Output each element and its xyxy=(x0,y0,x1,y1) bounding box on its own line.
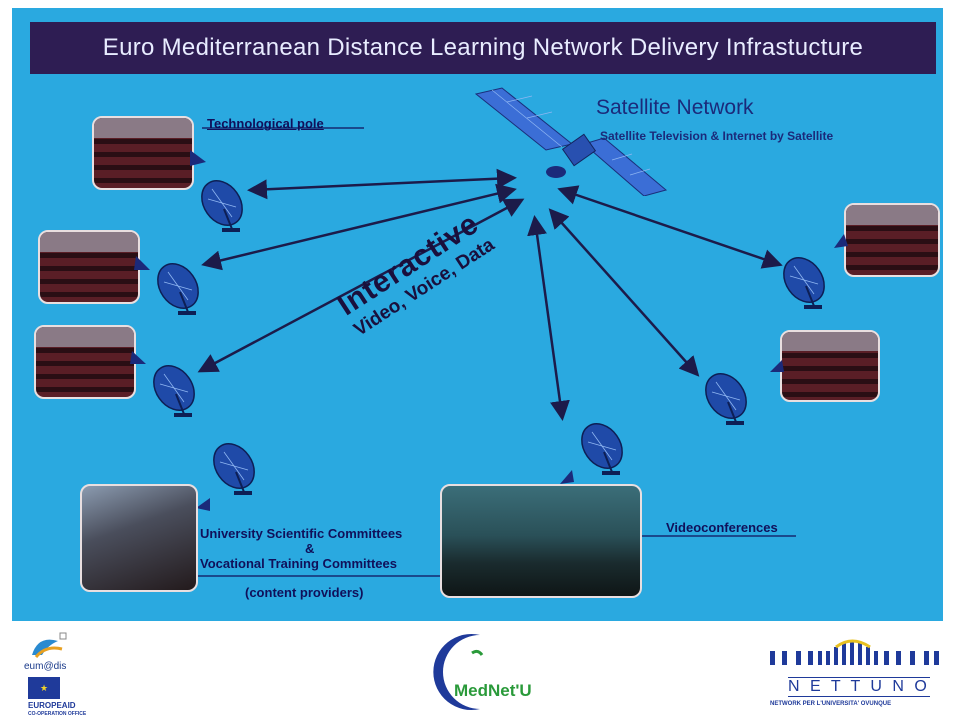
mednet-text: MedNet'U xyxy=(454,681,532,700)
satellite-dishes xyxy=(130,150,848,511)
classroom-image-right-1 xyxy=(844,203,940,277)
tech-pole-label: Technological pole xyxy=(207,116,324,131)
nettuno-logo: N E T T U N O NETWORK PER L'UNIVERSITA' … xyxy=(766,637,942,719)
mednet-crescent-icon xyxy=(433,634,484,710)
europeaid-text: EUROPEAID xyxy=(28,701,76,710)
committees-photo xyxy=(80,484,198,592)
committees-ampersand: & xyxy=(305,541,315,556)
satellite-network-title: Satellite Network xyxy=(596,96,754,119)
footer-logos: eum@dis ★ EUROPEAID CO-OPERATION OFFICE … xyxy=(0,621,953,720)
eumedis-text: eum@dis xyxy=(24,661,67,672)
eumedis-logo: eum@dis ★ EUROPEAID CO-OPERATION OFFICE xyxy=(20,631,90,717)
arrow-left-3 xyxy=(197,198,525,373)
arrow-right-1 xyxy=(557,185,783,269)
europeaid-subtext: CO-OPERATION OFFICE xyxy=(28,711,87,717)
videoconferences-label: Videoconferences xyxy=(666,520,778,535)
diagram-slide: Euro Mediterranean Distance Learning Net… xyxy=(12,8,943,621)
committees-label-line1: University Scientific Committees xyxy=(200,526,403,541)
arrow-videoconf xyxy=(527,215,570,421)
content-providers-label: (content providers) xyxy=(245,585,364,600)
connection-arrows xyxy=(197,127,796,577)
eumedis-emblem-icon xyxy=(32,632,67,659)
videoconference-photo xyxy=(440,484,642,598)
nettuno-text: N E T T U N O xyxy=(788,677,930,697)
satellite-network-subtitle: Satellite Television & Internet by Satel… xyxy=(600,129,834,143)
committees-label-line2: Vocational Training Committees xyxy=(200,556,397,571)
nettuno-subtext: NETWORK PER L'UNIVERSITA' OVUNQUE xyxy=(770,701,892,707)
classroom-image-right-2 xyxy=(780,330,880,402)
satellite-icon xyxy=(474,87,668,196)
slide-title: Euro Mediterranean Distance Learning Net… xyxy=(30,22,936,74)
classroom-image-tech-pole xyxy=(92,116,194,190)
mednet-logo: MedNet'U xyxy=(432,629,552,719)
nettuno-bars-icon xyxy=(770,639,939,665)
eu-flag-icon: ★ xyxy=(28,677,60,699)
